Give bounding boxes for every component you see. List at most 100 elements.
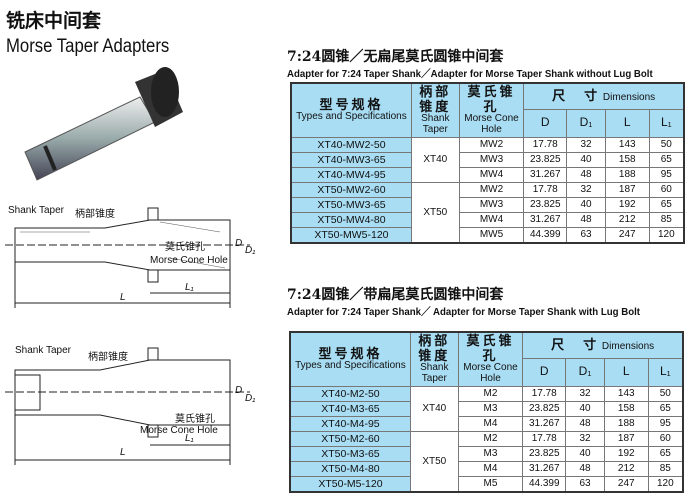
cell-l1: 65 [647, 445, 684, 462]
header-morse-en: Morse Cone Hole [464, 113, 519, 135]
label-shank-taper: Shank Taper [15, 345, 71, 356]
table1-title-en: Adapter for 7:24 Taper Shank／Adapter for… [287, 68, 653, 80]
cell-d: 23.825 [522, 445, 567, 462]
header-morse-cn: 莫氏锥孔 [467, 84, 516, 114]
header-dim-cn: 尺 寸 [552, 88, 601, 103]
cell-shank-taper: XT40 [410, 136, 460, 183]
cell-d1: 40 [566, 151, 606, 168]
label-shank-taper-cn: 柄部锥度 [88, 352, 128, 363]
cell-morse: M2 [457, 430, 524, 447]
header-d1: D₁ [579, 115, 593, 130]
cell-d1: 32 [566, 136, 606, 153]
cell-type: XT50-MW4-80 [290, 211, 412, 228]
cell-morse: MW3 [458, 151, 525, 168]
header-dimensions: 尺 寸 Dimensions [522, 331, 684, 359]
label-d1: D₁ [245, 393, 256, 404]
cell-l: 188 [604, 166, 650, 183]
cell-morse: MW4 [458, 166, 525, 183]
cell-l: 143 [603, 385, 649, 402]
header-d1: D₁ [578, 364, 592, 379]
label-morse-cn: 莫氏锥孔 [165, 242, 205, 253]
label-l1: L₁ [185, 433, 194, 444]
cell-d: 31.267 [522, 460, 567, 477]
header-l: L [622, 364, 630, 379]
cell-l1: 120 [648, 226, 685, 243]
header-dim-en: Dimensions [601, 341, 655, 352]
header-dimensions: 尺 寸 Dimensions [523, 82, 685, 110]
table1-title-cn: 7:24圆锥／无扁尾莫氏圆锥中间套 [287, 49, 504, 65]
cell-type: XT50-MW2-60 [290, 181, 412, 198]
cell-d1: 48 [566, 166, 606, 183]
cell-d1: 63 [565, 475, 605, 492]
cell-d1: 32 [566, 181, 606, 198]
cell-morse: M2 [457, 385, 524, 402]
cell-d1: 48 [565, 460, 605, 477]
label-morse-en: Morse Cone Hole [140, 425, 218, 436]
header-morse-cn: 莫氏锥孔 [466, 333, 515, 363]
drawing-with-lug: Shank Taper 柄部锥度 莫氏锥孔 Morse Cone Hole D … [0, 345, 270, 475]
cell-shank-taper: XT50 [410, 181, 460, 243]
cell-l1: 65 [648, 196, 685, 213]
cell-morse: MW5 [458, 226, 525, 243]
cell-l: 247 [603, 475, 649, 492]
cell-morse: MW3 [458, 196, 525, 213]
cell-l: 188 [603, 415, 649, 432]
cell-l: 212 [604, 211, 650, 228]
header-d: D [540, 115, 550, 130]
cell-morse: M3 [457, 445, 524, 462]
cell-type: XT50-M3-65 [289, 445, 411, 462]
page-title-cn: 铣床中间套 [6, 10, 102, 32]
table2-title-en: Adapter for 7:24 Taper Shank／ Adapter fo… [287, 306, 641, 318]
label-shank-taper-cn: 柄部锥度 [75, 209, 115, 220]
label-shank-taper: Shank Taper [8, 205, 64, 216]
header-type-en: Types and Specifications [296, 111, 407, 123]
cell-morse: M4 [457, 415, 524, 432]
label-d: D [235, 238, 243, 249]
cell-l: 143 [604, 136, 650, 153]
cell-d1: 40 [566, 196, 606, 213]
header-dim-cn: 尺 寸 [551, 337, 600, 352]
cell-d: 17.78 [522, 385, 567, 402]
cell-l: 212 [603, 460, 649, 477]
table2-title-cn: 7:24圆锥／带扁尾莫氏圆锥中间套 [287, 287, 504, 303]
cell-l1: 50 [647, 385, 684, 402]
cross-section-drawing [5, 347, 250, 465]
cell-l: 187 [604, 181, 650, 198]
header-type-en: Types and Specifications [295, 360, 406, 372]
label-l: L [120, 292, 126, 303]
cell-d: 44.399 [522, 475, 567, 492]
cell-l1: 95 [648, 166, 685, 183]
cell-morse: M3 [457, 400, 524, 417]
label-l1: L₁ [185, 282, 194, 293]
cell-l: 158 [604, 151, 650, 168]
cell-type: XT50-M5-120 [289, 475, 411, 492]
adapter-photo [24, 67, 183, 181]
cell-d: 17.78 [523, 181, 568, 198]
cell-d1: 63 [566, 226, 606, 243]
cell-d1: 48 [565, 415, 605, 432]
cell-shank-taper: XT50 [409, 430, 459, 492]
cell-morse: MW2 [458, 136, 525, 153]
label-l: L [120, 447, 126, 458]
header-shank-en: Shank Taper [420, 362, 449, 384]
cell-d: 31.267 [523, 166, 568, 183]
cell-morse: M5 [457, 475, 524, 492]
label-morse-en: Morse Cone Hole [150, 255, 228, 266]
cell-shank-taper: XT40 [409, 385, 459, 432]
cell-l1: 85 [648, 211, 685, 228]
cell-l1: 85 [647, 460, 684, 477]
